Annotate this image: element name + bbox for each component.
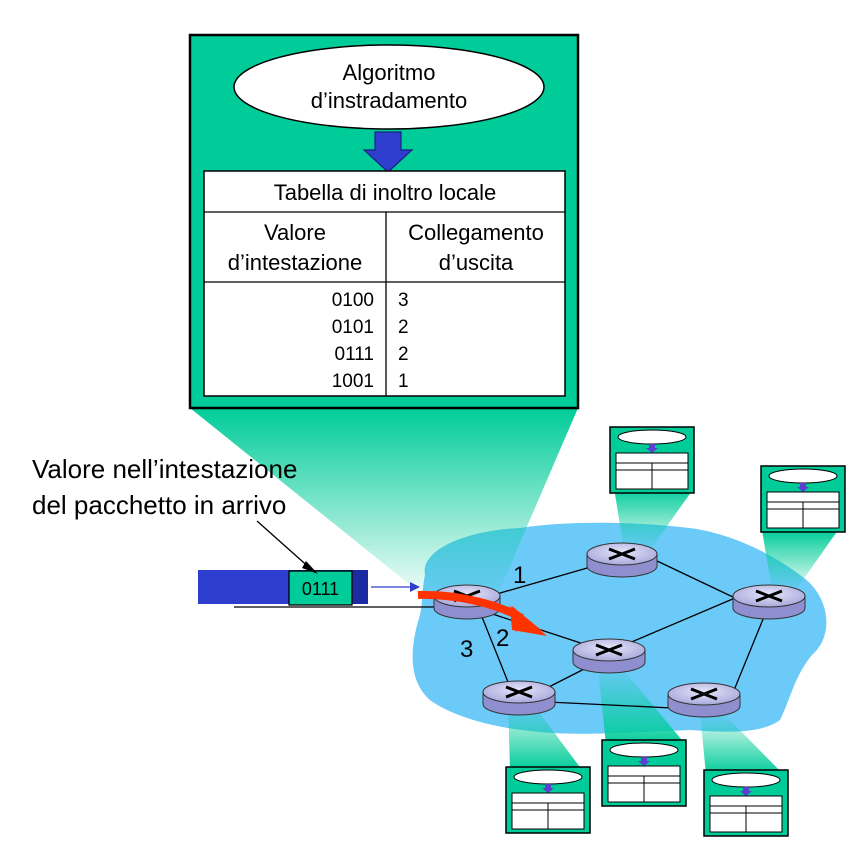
forwarding-arrow-head-fill [510,606,547,636]
router-middle [572,638,646,674]
annotation-pointer-head [302,561,318,574]
col2-header-line-1: Collegamento [408,220,544,245]
link-label-2: 2 [496,625,509,652]
table-row-header: 0100 [332,290,374,311]
table-rows: 0100 3 0101 2 0111 2 1001 1 [332,290,409,392]
table-title: Tabella di inoltro locale [274,180,497,205]
col1-header-line-2: d’intestazione [228,250,363,275]
incoming-packet: 0111 [198,570,368,606]
annotation-line-1: Valore nell’intestazione [32,454,297,484]
packet-arrow-head [410,582,420,592]
table-row-header: 1001 [332,371,374,392]
table-row-header: 0111 [335,344,374,365]
packet-header-value: 0111 [302,579,339,599]
beam-top [614,488,694,550]
routing-box: Algoritmo d’instradamento Tabella di ino… [188,33,580,410]
mini-routing-box-bottom-mid [601,739,687,807]
beam-bottom-left [508,700,582,770]
beam-bottom-right [700,712,784,775]
router-bottom-right [667,682,741,718]
main-beam [190,408,578,596]
table-row-link: 2 [398,317,409,338]
table-row-header: 0101 [332,317,374,338]
router-top [586,542,658,578]
algorithm-label-line-1: Algoritmo [343,60,436,85]
annotation-line-2: del pacchetto in arrivo [32,490,286,520]
annotation-pointer [256,520,313,571]
router-bottom-left [482,680,556,716]
beam-topright [762,530,838,590]
table-row-link: 1 [398,371,409,392]
table-row-link: 2 [398,344,409,365]
col2-header-line-2: d’uscita [439,250,514,275]
forwarding-table [203,170,566,397]
mini-routing-box-topright [760,465,846,533]
mini-routing-box-bottom-left [505,766,591,834]
down-arrow-icon [362,131,414,173]
mini-routing-box-bottom-right [703,769,789,837]
link-label-3: 3 [460,636,473,663]
routing-algorithm-ellipse [233,44,545,130]
table-row-link: 3 [398,290,409,311]
col1-header-line-1: Valore [264,220,326,245]
algorithm-label-line-2: d’instradamento [311,88,468,113]
router-right [732,584,806,620]
link-label-1: 1 [513,562,526,589]
mini-routing-box-top [609,426,695,494]
